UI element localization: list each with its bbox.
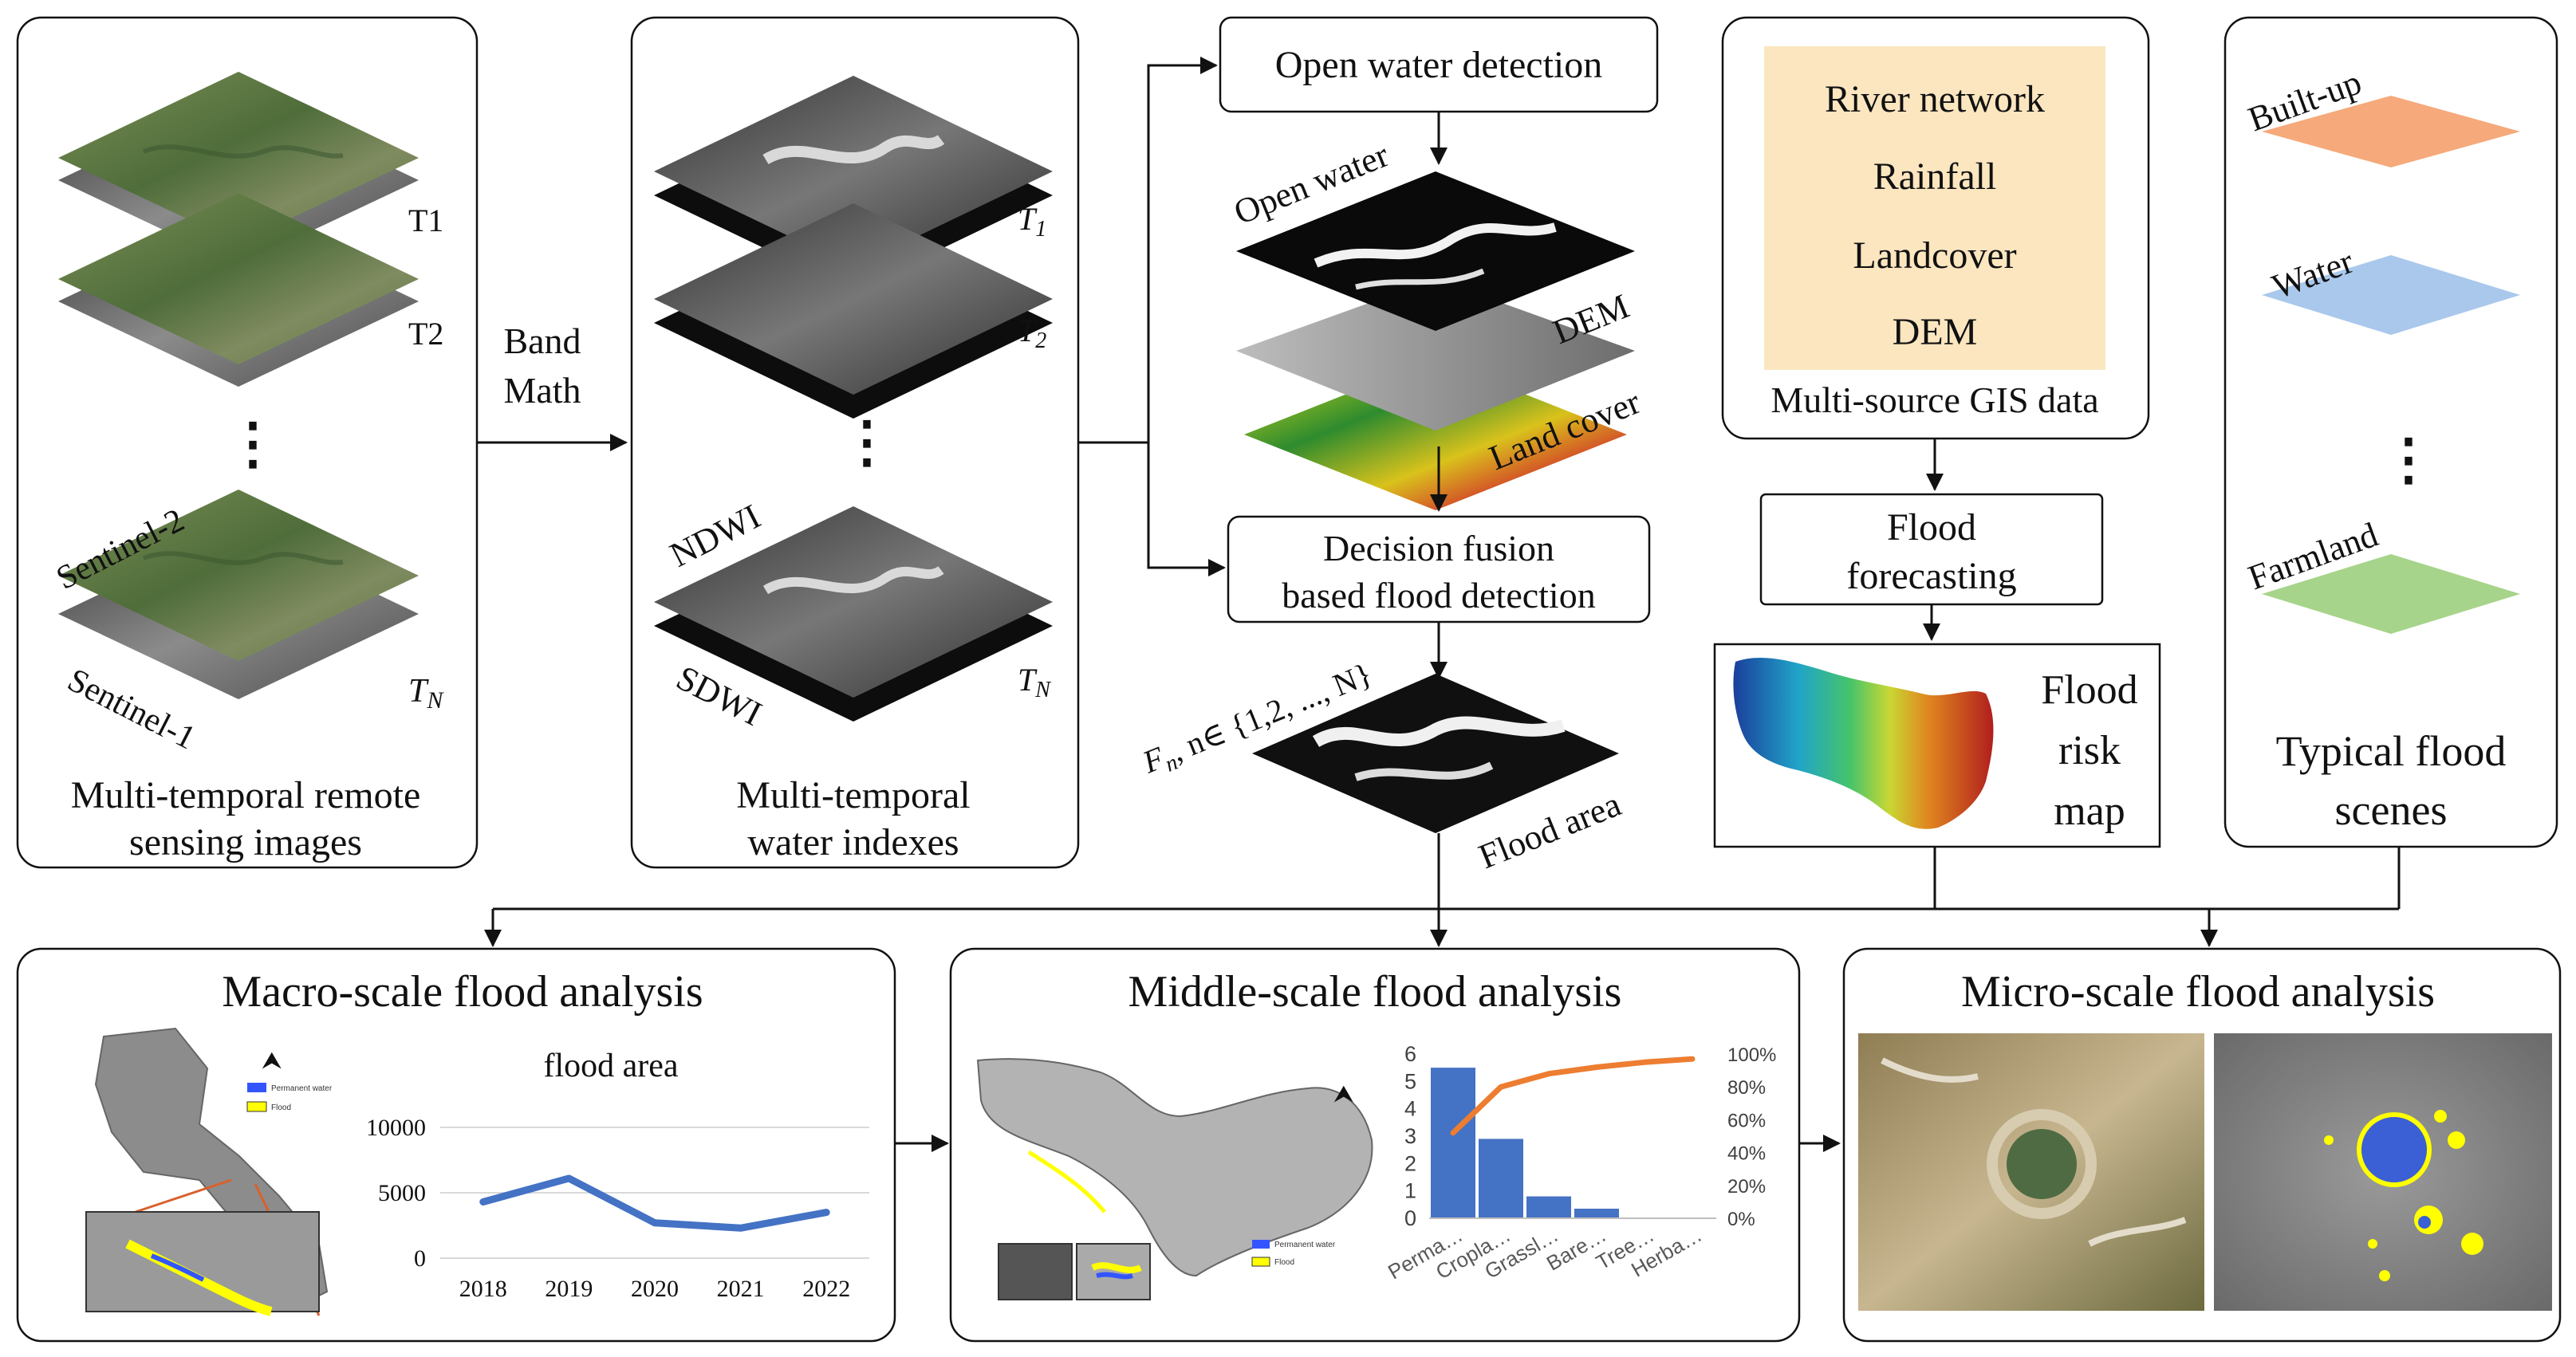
chart2-y2-tick: 40% [1727,1143,1766,1165]
micro-flood-result [2214,1033,2552,1311]
macro-map [85,1027,329,1316]
chart2-cumulative-line [1450,1056,1696,1136]
chart2-y-tick: 4 [1404,1097,1416,1121]
chart1-x-tick: 2021 [717,1276,765,1302]
caption-rs-2: sensing images [129,821,362,863]
decision-label-1: Decision fusion [1323,528,1554,568]
risk-label-1: Flood [2041,667,2137,713]
chart1-x-tick: 2020 [631,1276,679,1302]
chart1-x-tick: 2022 [802,1276,850,1302]
gis-caption: Multi-source GIS data [1771,380,2098,420]
chart1-data-point [654,1221,656,1224]
risk-label-2: risk [2058,728,2121,773]
gis-items-box [1764,46,2105,370]
caption-wi-2: water indexes [747,821,959,863]
fusion-input-stack [1236,171,1635,510]
ellipsis-rs: ⋮ [225,414,281,475]
chart2-bar [1526,1196,1571,1218]
panel-micro [1842,947,2562,1343]
water-index-stack [654,76,1053,722]
scenes-caption-2: scenes [2335,786,2448,834]
flood-risk-map-image [1733,658,1994,829]
caption-rs-1: Multi-temporal remote [71,774,421,816]
chart2-y2-tick: 20% [1727,1176,1766,1198]
middle-map [976,1058,1373,1300]
chart1-data-point [739,1227,742,1229]
chart1-x-tick: 2018 [459,1276,507,1302]
open-water-detection-label: Open water detection [1275,44,1602,86]
scene-farmland-swatch [2262,554,2520,634]
chart1-series-line [479,1174,830,1232]
scenes-caption-1: Typical flood [2276,727,2507,775]
chart2-bar [1479,1139,1523,1218]
chart2-y-tick: 0 [1404,1206,1416,1230]
label-wi-t2: T2 [1018,313,1046,353]
label-t1: T1 [408,203,443,238]
scene-water-swatch [2262,255,2520,335]
chart2-y-tick: 3 [1404,1124,1416,1148]
chart1-data-point [482,1201,484,1203]
chart2-y2-tick: 0% [1727,1209,1755,1230]
arrow-to-open-water [1147,57,1218,442]
gis-item-rainfall: Rainfall [1873,155,1997,198]
forecast-label-1: Flood [1887,506,1976,549]
macro-title: Macro-scale flood analysis [222,967,703,1017]
label-sentinel1: Sentinel-1 [61,662,201,757]
chart1-data-point [825,1211,828,1213]
micro-optical-image [1858,1033,2204,1311]
chart1-x-tick: 2019 [545,1276,593,1302]
middle-north-arrow: ⮝ [1333,1081,1354,1107]
chart2-y2-tick: 80% [1727,1077,1766,1099]
caption-wi-1: Multi-temporal [736,774,970,816]
arrow-to-decision [1147,442,1226,576]
chart1-y-tick: 10000 [366,1115,426,1141]
chart1-y-tick: 0 [414,1245,426,1272]
middle-legend-flood: Flood [1274,1258,1294,1267]
macro-legend-flood: Flood [271,1103,291,1112]
middle-legend-perm: Permanent water [1274,1241,1336,1249]
label-tn: TN [408,673,444,714]
gis-item-dem: DEM [1893,311,1978,353]
chart2-bar [1574,1208,1619,1218]
label-wi-tn: TN [1018,662,1051,702]
decision-label-2: based flood detection [1282,575,1595,616]
scene-ellipsis: ⋮ [2381,430,2436,491]
label-wi-t1: T1 [1018,201,1046,242]
gis-item-river-network: River network [1825,78,2045,120]
chart2-y-tick: 5 [1404,1069,1416,1093]
band-math-label-1: Band [503,321,581,361]
chart1-y-tick: 5000 [378,1180,426,1206]
forecast-label-2: forecasting [1846,555,2016,597]
chart2-y-tick: 6 [1404,1042,1416,1066]
risk-label-3: map [2054,789,2125,834]
panel-middle [949,947,1801,1343]
ellipsis-wi: ⋮ [839,412,895,474]
chart2-y2-tick: 60% [1727,1110,1766,1131]
label-t2: T2 [408,316,443,352]
chart2-y-tick: 1 [1404,1179,1416,1203]
panel-flood-scenes [2223,16,2558,848]
chart1-title: flood area [543,1048,678,1084]
chart2-y2-tick: 100% [1727,1044,1776,1066]
middle-pareto-chart: 01234560%20%40%60%80%100%Perma…Cropla…Gr… [1384,1042,1776,1284]
macro-legend-perm: Permanent water [271,1084,333,1093]
scene-builtup-swatch [2262,96,2520,167]
macro-flood-area-chart: flood area 0 5000 10000 2018 2019 2020 2021 202… [366,1048,869,1302]
chart2-bar [1431,1068,1475,1218]
middle-title: Middle-scale flood analysis [1128,967,1622,1017]
gis-item-landcover: Landcover [1853,234,2016,277]
panel-macro [16,947,896,1343]
chart2-y-tick: 2 [1404,1151,1416,1175]
flood-area-map [1252,674,1619,833]
rs-image-stack [58,72,419,699]
micro-title: Micro-scale flood analysis [1961,967,2435,1017]
macro-north-arrow: ⮝ [262,1048,282,1074]
chart1-data-point [568,1177,570,1179]
band-math-label-2: Math [503,370,581,411]
